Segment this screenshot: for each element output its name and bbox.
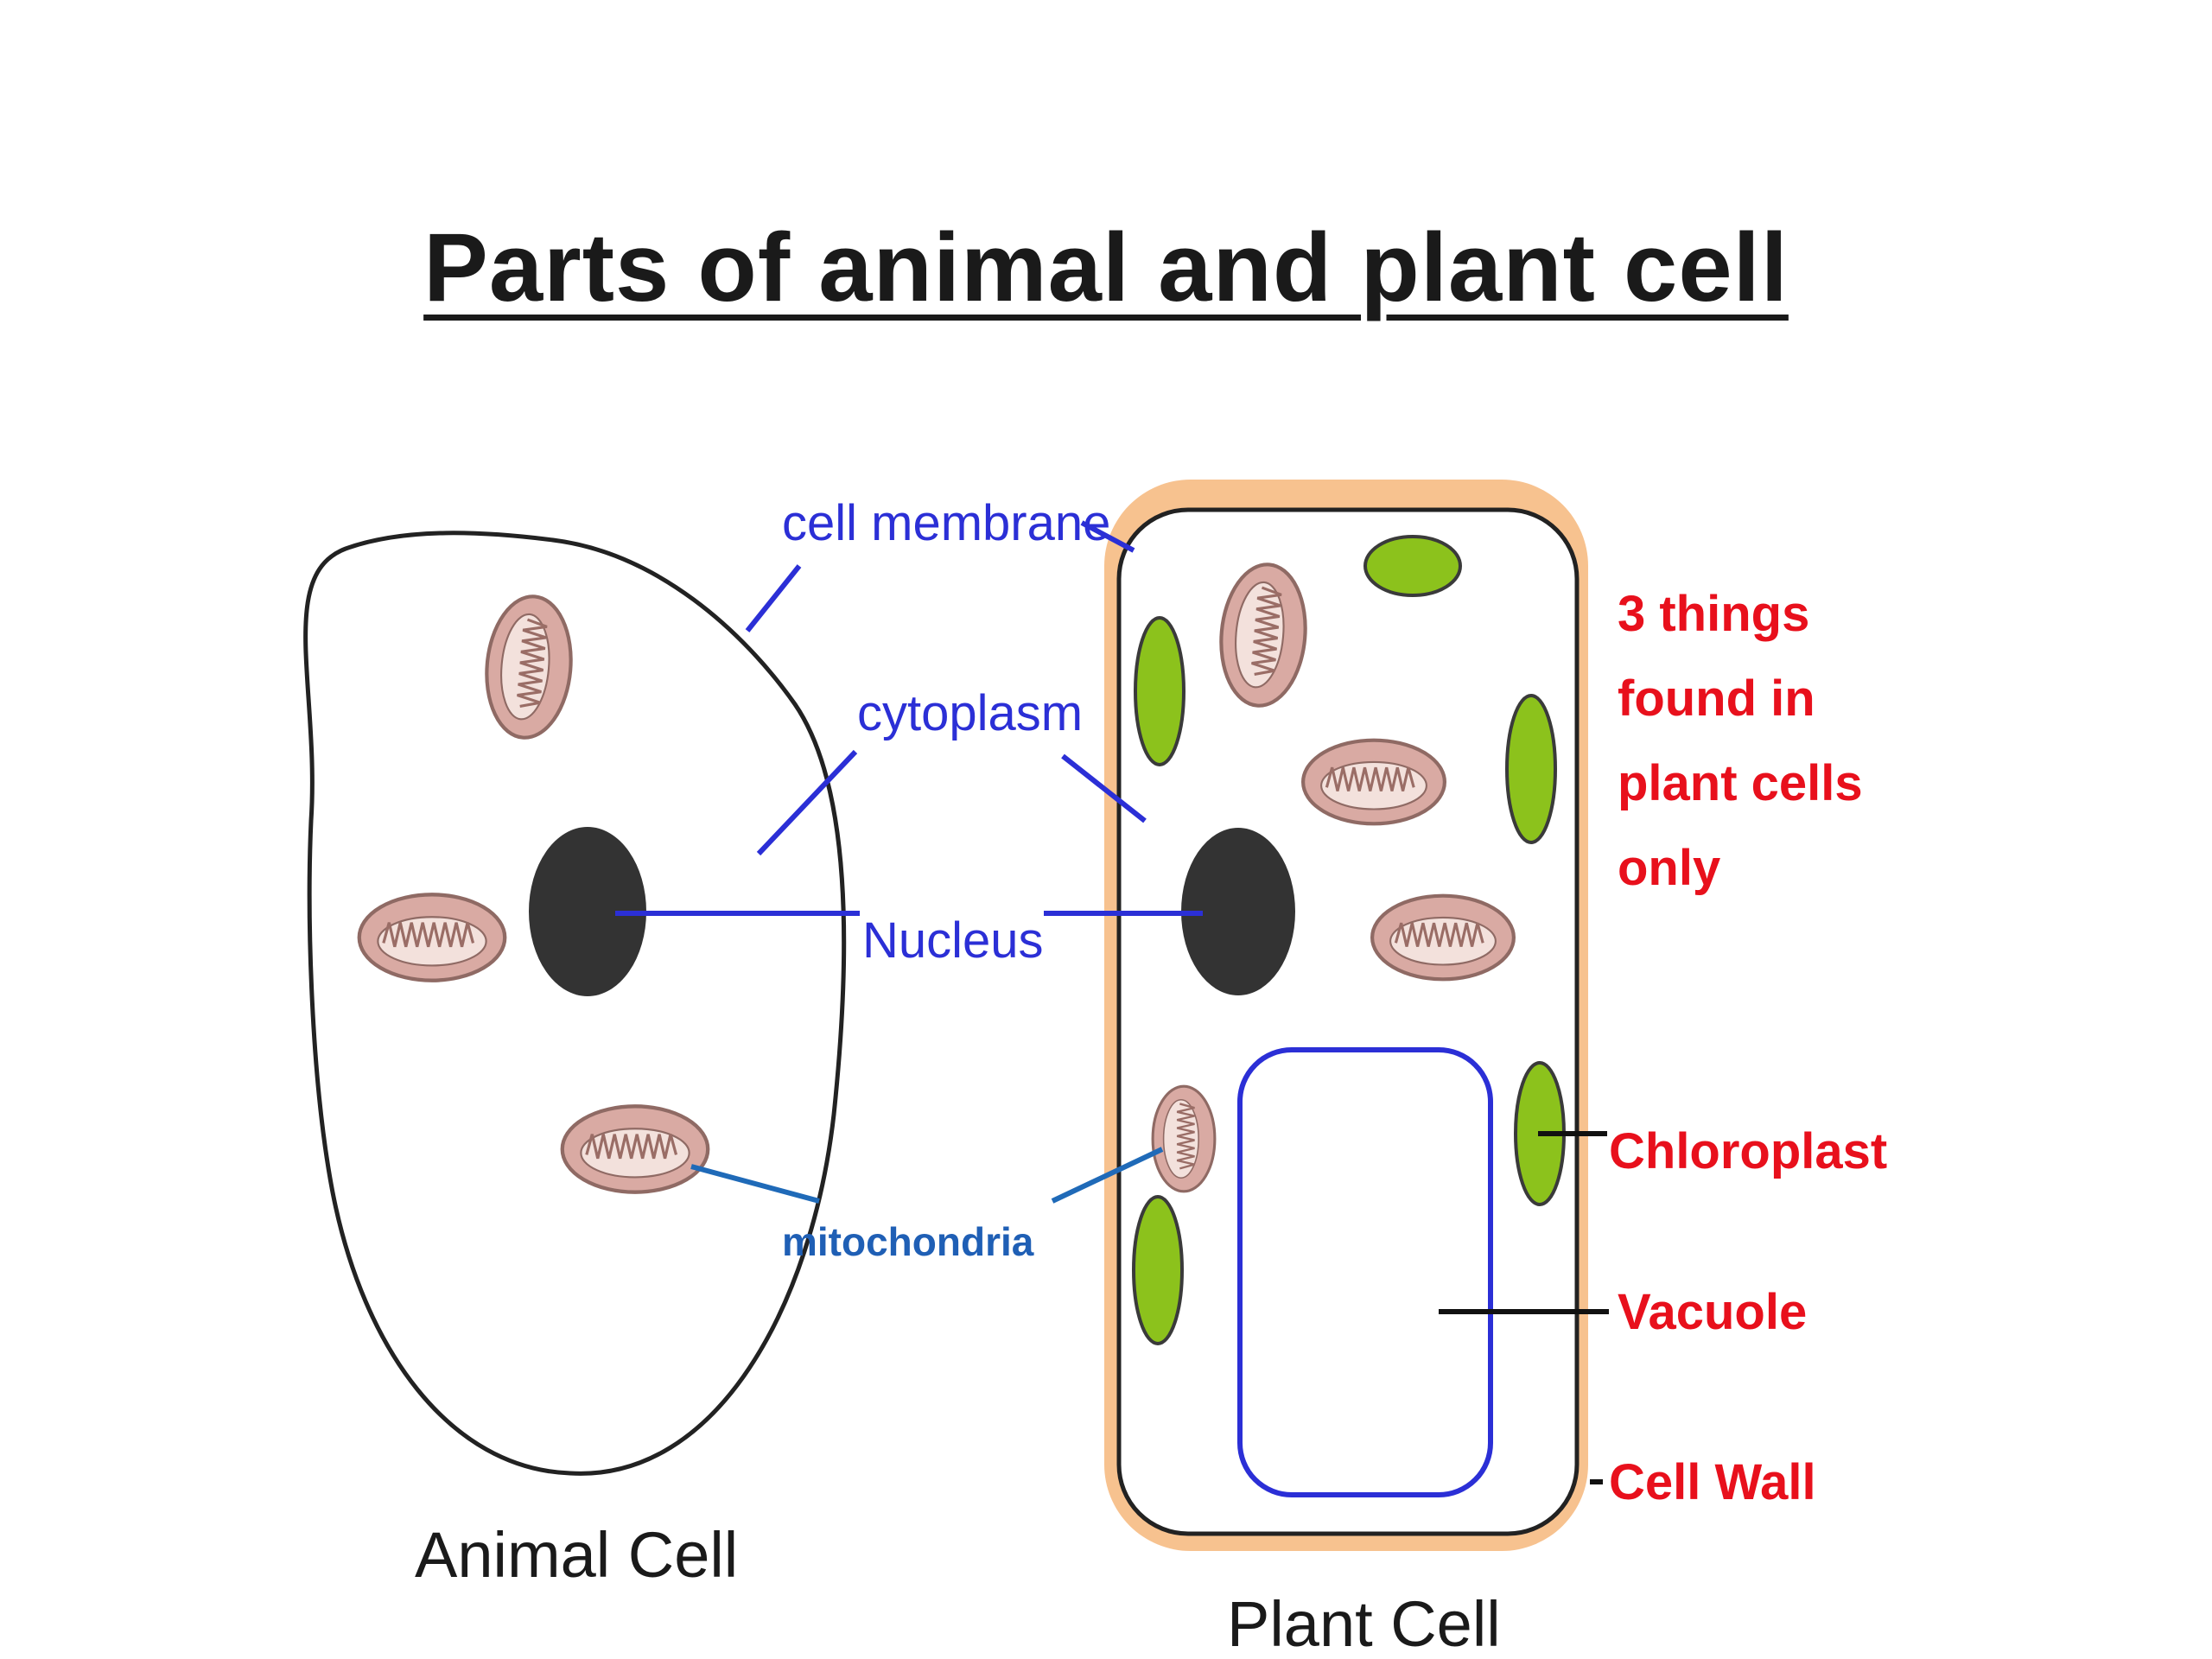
chloroplast: [1134, 616, 1185, 766]
plant-nucleus: [1181, 828, 1295, 995]
membrane-leader-animal: [745, 564, 802, 632]
animal-mitochondrion-bottom: [563, 1106, 708, 1192]
animal-cell: [303, 531, 847, 1476]
label-chloroplast: Chloroplast: [1609, 1123, 1887, 1179]
chloroplast: [1505, 694, 1557, 844]
label-nucleus: Nucleus: [862, 912, 1044, 969]
animal-cell-membrane: [303, 531, 847, 1476]
label-cell-wall: Cell Wall: [1609, 1454, 1816, 1510]
label-mitochondria: mitochondria: [782, 1219, 1034, 1264]
label-vacuole: Vacuole: [1618, 1284, 1807, 1340]
plant-mitochondrion: [1303, 741, 1445, 824]
chloroplast: [1132, 1195, 1184, 1345]
animal-mitochondrion-left: [359, 894, 505, 980]
label-cytoplasm: cytoplasm: [857, 685, 1083, 741]
page-title: Parts of animal and plant cell: [423, 213, 1789, 321]
mito-leader-animal: [690, 1164, 820, 1204]
membrane-leader-plant: [1080, 520, 1135, 553]
label-animal-cell: Animal Cell: [415, 1519, 738, 1591]
plant-cell: [1104, 480, 1588, 1551]
vacuole: [1237, 1047, 1493, 1497]
leader-lines: [615, 520, 1609, 1484]
cytoplasm-leader-plant: [1061, 753, 1147, 823]
plant-mitochondrion-edge: [1151, 1084, 1217, 1193]
plant-cell-membrane: [1116, 507, 1580, 1536]
chloroplast: [1363, 535, 1462, 597]
animal-nucleus: [529, 827, 646, 996]
cytoplasm-leader-animal: [756, 749, 858, 856]
note-line-1: 3 things: [1618, 586, 1809, 642]
label-cell-membrane: cell membrane: [782, 495, 1110, 551]
note-line-3: plant cells: [1618, 755, 1863, 811]
mito-leader-plant: [1051, 1147, 1164, 1204]
plant-mitochondrion: [1372, 896, 1514, 980]
plant-only-note: 3 things found in plant cells only: [1618, 586, 1863, 896]
note-line-2: found in: [1618, 671, 1815, 727]
label-plant-cell: Plant Cell: [1227, 1588, 1501, 1659]
note-line-4: only: [1618, 840, 1720, 896]
